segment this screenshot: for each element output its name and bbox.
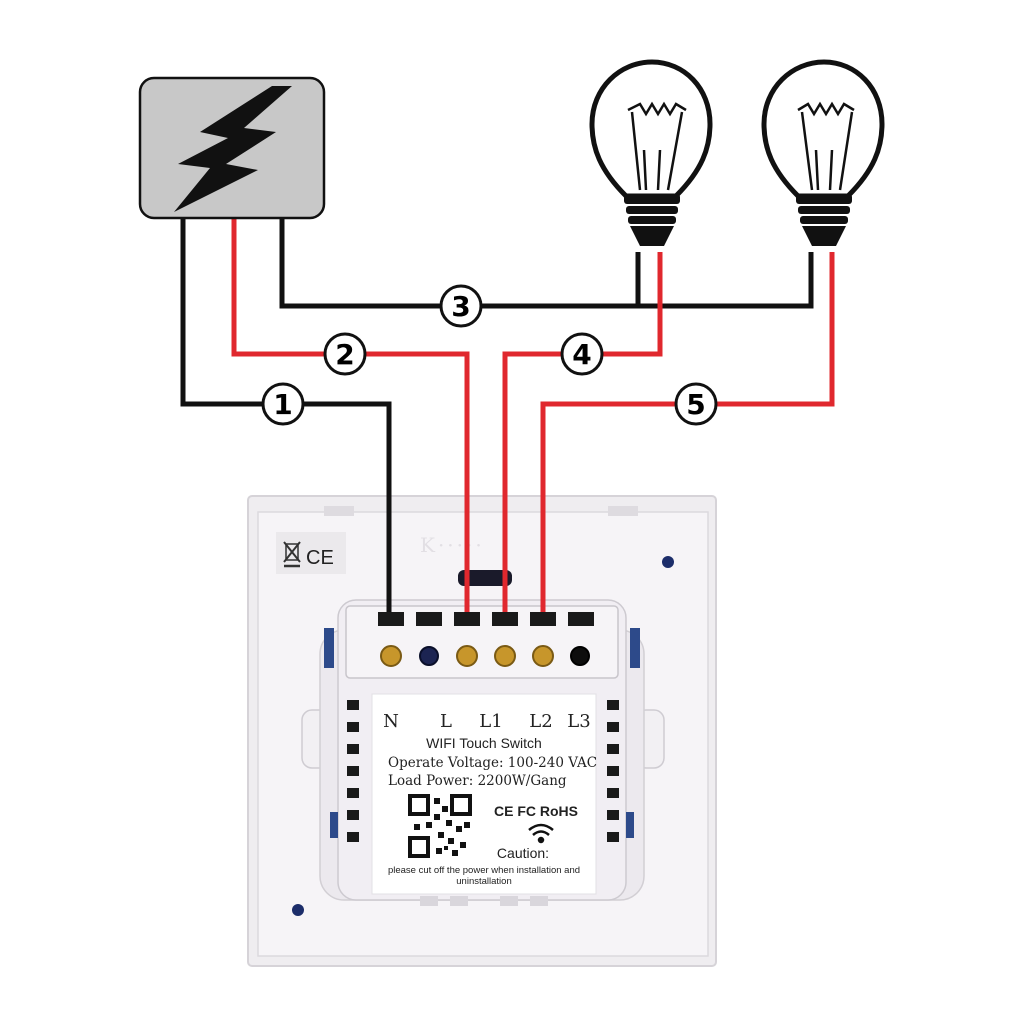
- wire-marker-2: 2: [323, 332, 367, 376]
- svg-text:3: 3: [451, 290, 470, 323]
- light-bulb-icon: [761, 59, 885, 246]
- screw-hole: [292, 904, 304, 916]
- terminal-screws: [380, 645, 590, 667]
- terminal-label-l1: L1: [479, 711, 502, 732]
- wire-marker-4: 4: [560, 332, 604, 376]
- screw-hole: [662, 556, 674, 568]
- svg-text:4: 4: [572, 338, 591, 371]
- wire-3: [279, 218, 814, 309]
- terminal-label-l3: L3: [567, 711, 590, 732]
- weee-icon: [276, 532, 346, 574]
- wire-marker-3: 3: [439, 284, 483, 328]
- terminal-label-n: N: [383, 711, 399, 732]
- power-source: [138, 76, 326, 220]
- wire-marker-1: 1: [261, 382, 305, 426]
- caution-line-2: uninstallation: [456, 876, 511, 887]
- device-title: WIFI Touch Switch: [426, 735, 542, 751]
- wire-marker-5: 5: [674, 382, 718, 426]
- light-bulb-icon: [589, 59, 713, 246]
- voltage-spec: Operate Voltage: 100-240 VAC: [388, 755, 597, 771]
- terminal-label-l2: L2: [529, 711, 552, 732]
- ce-mark: CE: [306, 547, 334, 569]
- terminal-label-l: L: [440, 711, 452, 732]
- svg-text:5: 5: [686, 388, 705, 421]
- brand-emboss: K·····: [420, 533, 485, 557]
- caution-title: Caution:: [497, 845, 549, 861]
- svg-text:1: 1: [273, 388, 292, 421]
- lightning-bolt-icon: [174, 86, 292, 212]
- caution-line-1: please cut off the power when installati…: [388, 865, 580, 876]
- svg-text:2: 2: [335, 338, 354, 371]
- cert-marks: CE FC RoHS: [494, 803, 578, 819]
- qr-code: [408, 794, 472, 858]
- power-spec: Load Power: 2200W/Gang: [388, 773, 567, 789]
- wifi-icon: [528, 823, 554, 844]
